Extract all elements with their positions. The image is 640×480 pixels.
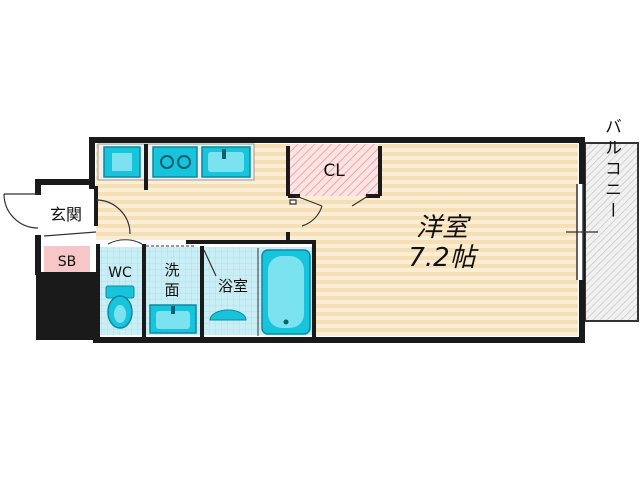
entrance-label: 玄関 xyxy=(50,205,82,224)
washroom-label-2: 面 xyxy=(164,281,179,299)
entrance-door-icon xyxy=(3,193,131,237)
shoe-box-label: SB xyxy=(58,254,77,270)
bathroom-label: 浴室 xyxy=(218,277,248,295)
door-swing-icon xyxy=(289,195,369,227)
washroom-label-1: 洗 xyxy=(164,261,179,279)
toilet-icon xyxy=(105,285,135,329)
balcony-label: バルコニー xyxy=(601,118,621,223)
bathtub-icon xyxy=(261,249,311,335)
closet-floor xyxy=(290,144,378,196)
washbasin-icon xyxy=(149,304,197,334)
closet-label: CL xyxy=(323,161,345,181)
entrance-wall-block xyxy=(36,272,96,340)
western-room-size: 7.2帖 xyxy=(408,243,479,273)
shoe-box xyxy=(44,246,90,272)
western-room-name: 洋室 xyxy=(416,213,472,243)
kitchen-sink-icon xyxy=(201,146,251,178)
stove-icon xyxy=(152,146,198,178)
toilet-label: WC xyxy=(108,265,132,281)
inner-walls xyxy=(94,146,382,340)
